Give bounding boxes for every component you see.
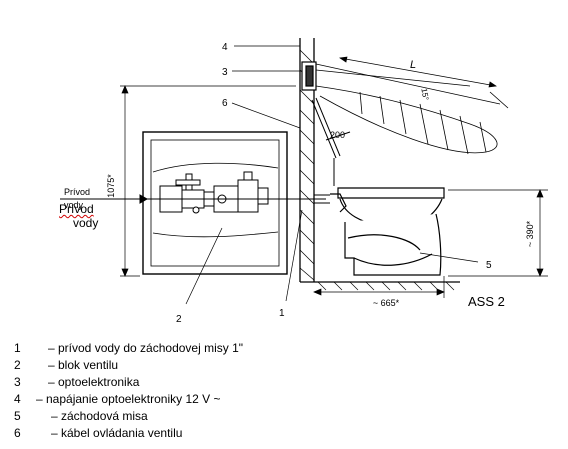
floor [300, 281, 460, 291]
callout-4: 4 [222, 42, 228, 53]
range-dimension [339, 56, 497, 88]
seat-height-dimension [448, 189, 548, 277]
range-label: L [410, 59, 416, 71]
callout-2: 2 [176, 314, 182, 325]
angle-label: 15° [419, 88, 430, 101]
legend-text: – kábel ovládania ventilu [51, 426, 183, 440]
optoelectronic-sensor [301, 61, 317, 91]
inlet-label-line1: Prívod [64, 187, 90, 197]
inlet-overlay-line2: vody [73, 216, 99, 230]
control-cable [311, 97, 351, 186]
legend-num: 6 [14, 426, 21, 440]
inlet-overlay-line1: Prívod [59, 202, 94, 216]
callout-6: 6 [222, 98, 228, 109]
seat-height-dimension-label: ~ 390* [525, 220, 535, 247]
legend-num: 5 [14, 409, 21, 423]
inlet-overlay-label: Prívod vody [59, 202, 98, 230]
callout-leaders [185, 45, 479, 305]
height-dimension [120, 85, 296, 277]
depth-dimension [313, 276, 445, 298]
inlet-label-line2: vody [64, 200, 84, 210]
water-supply-line [60, 194, 330, 204]
model-label: ASS 2 [468, 294, 505, 309]
legend-text: – záchodová misa [51, 409, 148, 423]
callout-3: 3 [222, 67, 228, 78]
legend-num: 3 [14, 375, 21, 389]
legend-text: – napájanie optoelektroniky 12 V ~ [36, 392, 221, 406]
legend: 1 – prívod vody do záchodovej misy 1" 2 … [0, 337, 568, 449]
callout-5: 5 [486, 260, 492, 271]
depth-dimension-label: ~ 665* [373, 298, 400, 308]
toilet-bowl [330, 187, 445, 276]
valve-block [159, 171, 269, 214]
legend-text: – prívod vody do záchodovej misy 1" [48, 341, 244, 355]
legend-num: 1 [14, 341, 21, 355]
installation-diagram: Prívod vody L 15° 200 [60, 38, 548, 325]
height-dimension-label: 1075* [106, 174, 116, 198]
legend-num: 4 [14, 392, 21, 406]
legend-text: – optoelektronika [48, 375, 140, 389]
valve-niche-box [142, 131, 288, 275]
legend-num: 2 [14, 358, 21, 372]
cable-dimension: 200 [330, 130, 345, 140]
sensor-beam [315, 63, 509, 155]
legend-text: – blok ventilu [48, 358, 119, 372]
callout-1: 1 [279, 308, 285, 319]
